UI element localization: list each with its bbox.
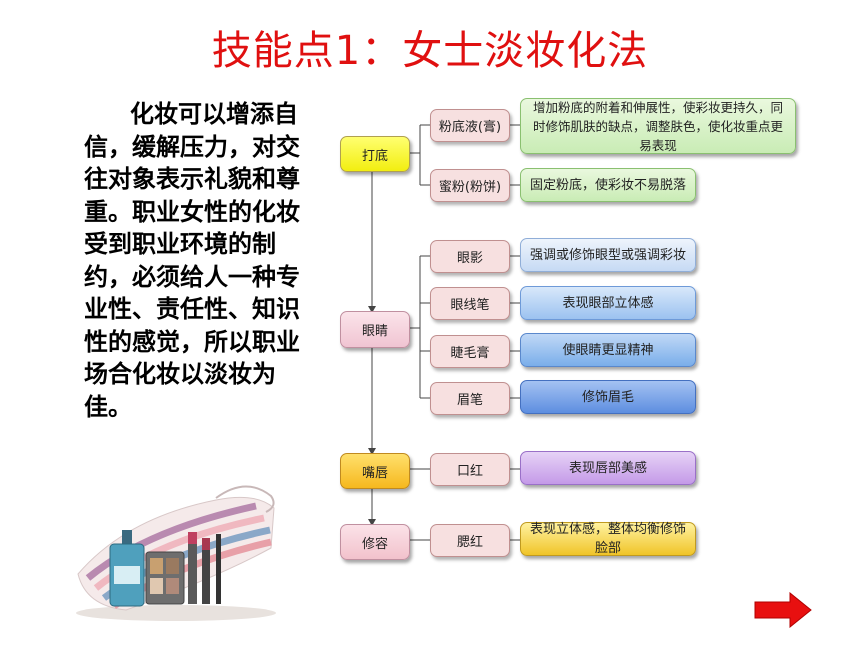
item-lipstick: 口红 xyxy=(430,453,510,486)
item-eyeliner: 眼线笔 xyxy=(430,287,510,320)
item-foundation: 粉底液(膏) xyxy=(430,109,510,142)
page-title: 技能点1：女士淡妆化法 xyxy=(211,28,649,74)
category-contour: 修容 xyxy=(340,524,410,560)
desc-eyeliner: 表现眼部立体感 xyxy=(520,286,696,320)
category-base: 打底 xyxy=(340,136,410,172)
desc-mascara: 使眼睛更显精神 xyxy=(520,333,696,367)
item-blush: 腮红 xyxy=(430,524,510,557)
category-eyes: 眼睛 xyxy=(340,311,410,348)
intro-text: 化妆可以增添自信，缓解压力，对交往对象表示礼貌和尊重。职业女性的化妆受到职业环境… xyxy=(84,100,300,421)
item-mascara: 睫毛膏 xyxy=(430,335,510,368)
desc-eyeshadow: 强调或修饰眼型或强调彩妆 xyxy=(520,238,696,272)
item-eyebrow-pencil: 眉笔 xyxy=(430,382,510,415)
cosmetics-illustration xyxy=(76,485,276,621)
desc-lipstick: 表现唇部美感 xyxy=(520,451,696,485)
next-arrow-icon[interactable] xyxy=(754,592,812,628)
desc-blush: 表现立体感，整体均衡修饰脸部 xyxy=(520,522,696,556)
item-powder: 蜜粉(粉饼) xyxy=(430,169,510,202)
item-eyeshadow: 眼影 xyxy=(430,240,510,273)
desc-powder: 固定粉底，使彩妆不易脱落 xyxy=(520,168,696,202)
category-lips: 嘴唇 xyxy=(340,453,410,489)
desc-eyebrow-pencil: 修饰眉毛 xyxy=(520,380,696,414)
desc-foundation: 增加粉底的附着和伸展性，使彩妆更持久，同时修饰肌肤的缺点，调整肤色，使化妆重点更… xyxy=(520,98,796,154)
